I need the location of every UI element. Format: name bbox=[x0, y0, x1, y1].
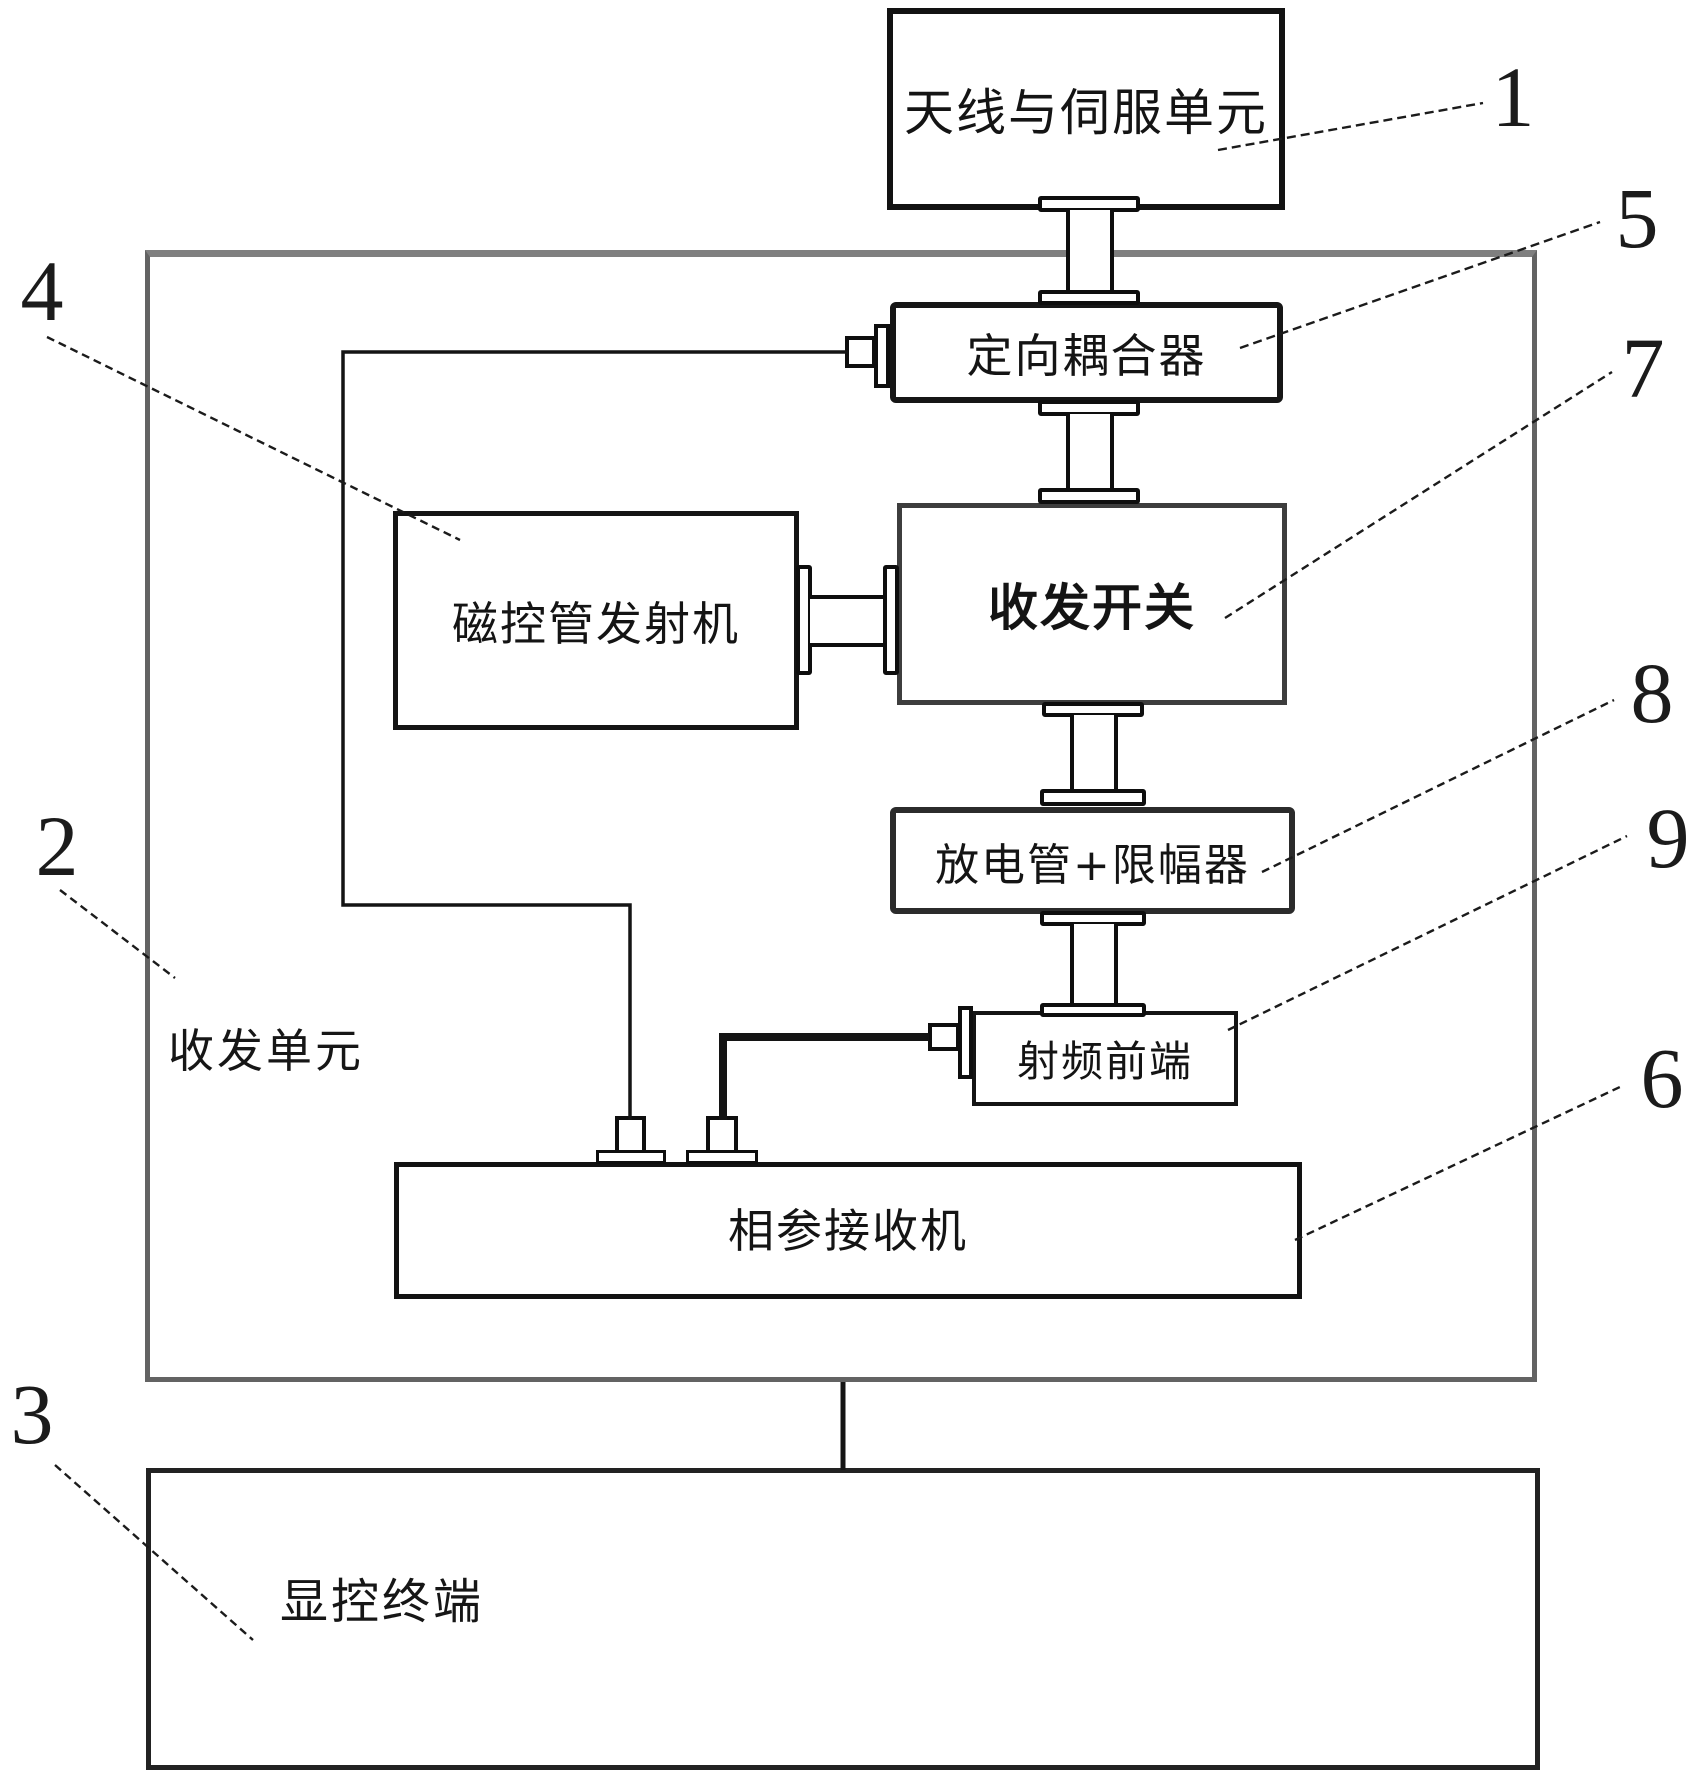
waveguide-channel bbox=[1070, 715, 1118, 792]
coupler-to-receiver-line bbox=[341, 350, 848, 1120]
coax-base bbox=[686, 1150, 758, 1164]
leader-line-8 bbox=[1261, 698, 1615, 874]
ref-numeral-7: 7 bbox=[1621, 320, 1665, 416]
magnetron-transmitter-label: 磁控管发射机 bbox=[452, 596, 740, 651]
waveguide-channel bbox=[1070, 924, 1118, 1006]
waveguide-channel bbox=[1066, 210, 1114, 296]
ref-numeral-8: 8 bbox=[1630, 645, 1674, 741]
leader-line-1 bbox=[1217, 101, 1484, 152]
ref-numeral-5: 5 bbox=[1615, 170, 1659, 266]
ref-numeral-2: 2 bbox=[35, 798, 79, 894]
tr-switch-label: 收发开关 bbox=[988, 579, 1196, 637]
ref-numeral-9: 9 bbox=[1646, 790, 1690, 886]
ref-numeral-1: 1 bbox=[1491, 49, 1535, 145]
waveguide-flange bbox=[1038, 488, 1140, 504]
waveguide-channel bbox=[1066, 414, 1114, 492]
leader-line-9 bbox=[1227, 834, 1628, 1032]
leader-line-3 bbox=[54, 1464, 254, 1641]
display-terminal-box bbox=[146, 1468, 1540, 1770]
rf-frontend-box: 射频前端 bbox=[972, 1011, 1238, 1106]
ref-numeral-6: 6 bbox=[1640, 1030, 1684, 1126]
coax-nub bbox=[928, 1023, 960, 1051]
waveguide-flange bbox=[1040, 789, 1146, 806]
coax-base bbox=[596, 1150, 666, 1164]
directional-coupler-box: 定向耦合器 bbox=[890, 302, 1283, 403]
coherent-receiver-label: 相参接收机 bbox=[728, 1204, 968, 1258]
leader-line-5 bbox=[1239, 220, 1601, 350]
magnetron-transmitter-box: 磁控管发射机 bbox=[393, 511, 799, 730]
leader-line-4 bbox=[46, 335, 461, 542]
leader-line-7 bbox=[1224, 370, 1613, 620]
leader-line-6 bbox=[1294, 1084, 1623, 1242]
waveguide-flange bbox=[1040, 1003, 1146, 1017]
discharge-limiter-label: 放电管+限幅器 bbox=[935, 839, 1250, 891]
rf-frontend-label: 射频前端 bbox=[1016, 1037, 1193, 1086]
waveguide-channel bbox=[810, 595, 887, 647]
tr-switch-box: 收发开关 bbox=[897, 503, 1287, 705]
waveguide-flange bbox=[883, 565, 899, 675]
coherent-receiver-box: 相参接收机 bbox=[394, 1162, 1302, 1299]
display-terminal-label: 显控终端 bbox=[280, 1574, 485, 1630]
transceiver-unit-label: 收发单元 bbox=[168, 1024, 364, 1078]
ref-numeral-3: 3 bbox=[10, 1366, 54, 1462]
antenna-servo-label: 天线与伺服单元 bbox=[904, 84, 1268, 142]
waveguide-flange bbox=[1038, 290, 1140, 305]
leader-line-2 bbox=[59, 889, 176, 979]
coax-flange bbox=[958, 1006, 973, 1079]
directional-coupler-label: 定向耦合器 bbox=[966, 328, 1207, 383]
ref-numeral-4: 4 bbox=[20, 243, 64, 339]
discharge-limiter-box: 放电管+限幅器 bbox=[890, 807, 1295, 914]
rf-to-receiver-cable bbox=[719, 1033, 929, 1120]
coax-flange bbox=[874, 324, 890, 388]
